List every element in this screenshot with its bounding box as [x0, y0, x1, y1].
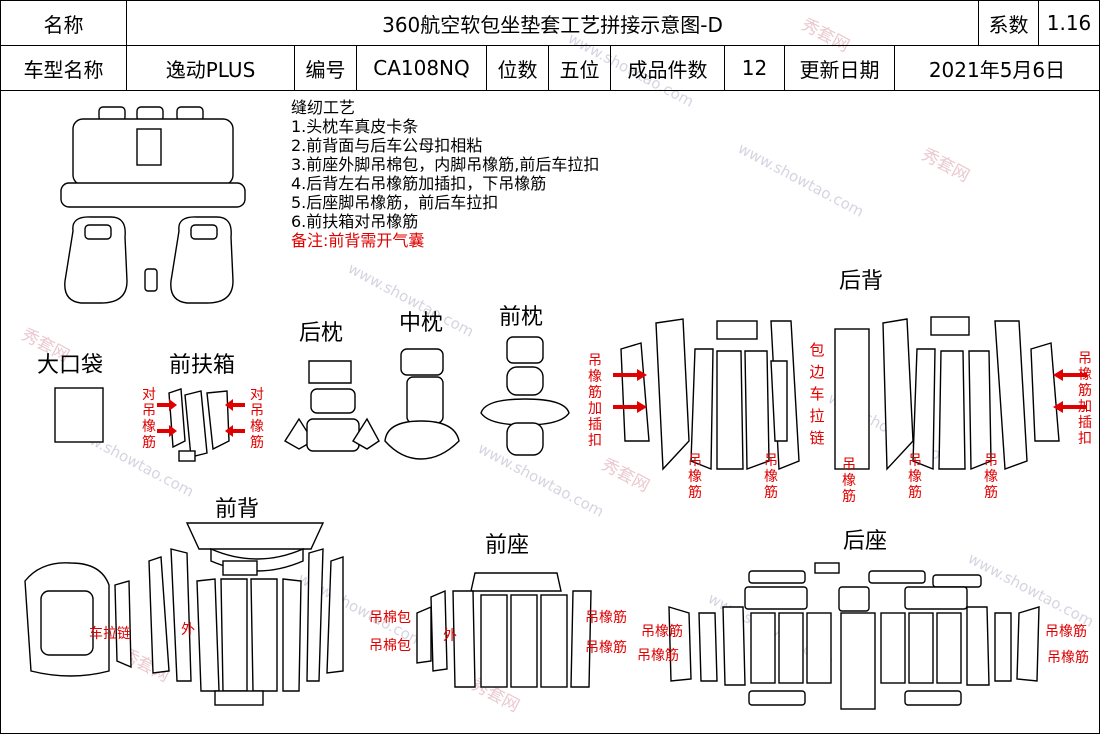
front-armrest-pieces	[168, 388, 230, 462]
annotation-front-seat-cotton: 吊棉包	[369, 610, 411, 626]
seat-value: 五位	[549, 46, 611, 91]
code-value: CA108NQ	[357, 46, 487, 91]
section-title-front-armrest: 前扶箱	[169, 353, 236, 378]
code-label: 编号	[295, 46, 357, 91]
rear-back-arrows	[613, 369, 1087, 413]
seat-overview-illustration	[60, 106, 246, 304]
annotation-rear-back-bottom: 吊橡筋	[688, 453, 702, 501]
annotation-rear-back-right: 吊橡筋加插扣	[1078, 351, 1092, 447]
annotation-front-back-outer: 外	[181, 622, 195, 638]
armrest-arrows	[157, 399, 245, 437]
coef-value: 1.16	[1039, 1, 1099, 46]
section-title-front-seat: 前座	[485, 533, 530, 558]
annotation-rear-seat-band: 吊橡筋	[637, 648, 679, 664]
rear-pillow-pieces	[284, 360, 380, 452]
pieces-value: 12	[725, 46, 785, 91]
rear-back-center-piece	[834, 328, 870, 470]
date-value: 2021年5月6日	[895, 46, 1099, 91]
annotation-armrest-left: 对吊橡筋	[142, 387, 156, 451]
pieces-label: 成品件数	[611, 46, 725, 91]
annotation-front-seat-band: 吊橡筋	[585, 640, 627, 656]
sewing-process-notes: 缝纫工艺 1.头枕车真皮卡条 2.前背面与后车公母扣相粘 3.前座外脚吊棉包，内…	[291, 98, 599, 250]
model-label: 车型名称	[1, 46, 127, 91]
annotation-rear-back-left: 吊橡筋加插扣	[588, 353, 602, 449]
process-step: 2.前背面与后车公母扣相粘	[291, 136, 483, 155]
front-pillow-pieces	[480, 336, 570, 456]
process-step: 1.头枕车真皮卡条	[291, 117, 419, 136]
annotation-rear-back-center: 包边车拉链	[809, 341, 825, 447]
rear-back-left-pieces	[620, 318, 800, 471]
section-title-front-back: 前背	[215, 497, 260, 522]
process-step: 3.前座外脚吊棉包，内脚吊橡筋,前后车拉扣	[291, 155, 600, 174]
annotation-rear-back-bottom: 吊橡筋	[842, 457, 856, 505]
annotation-front-seat-outer: 外	[443, 628, 457, 644]
process-step: 5.后座脚吊橡筋，前后车拉扣	[291, 193, 499, 212]
model-value: 逸动PLUS	[127, 46, 295, 91]
big-pocket-piece	[54, 387, 104, 443]
section-title-rear-back: 后背	[839, 269, 884, 294]
process-step: 6.前扶箱对吊橡筋	[291, 212, 419, 231]
annotation-rear-seat-band: 吊橡筋	[1047, 650, 1089, 666]
seat-label: 位数	[487, 46, 549, 91]
annotation-front-seat-band: 吊橡筋	[585, 610, 627, 626]
rear-seat-pieces	[668, 562, 1040, 710]
section-title-front-pillow: 前枕	[499, 305, 544, 330]
date-label: 更新日期	[785, 46, 895, 91]
front-back-pieces	[24, 522, 344, 706]
annotation-rear-back-bottom: 吊橡筋	[908, 453, 922, 501]
process-step: 4.后背左右吊橡筋加插扣，下吊橡筋	[291, 174, 547, 193]
process-note: 备注:前背需开气囊	[291, 231, 425, 250]
annotation-front-seat-cotton: 吊棉包	[369, 638, 411, 654]
rear-back-right-pieces	[882, 316, 1060, 471]
annotation-armrest-right: 对吊橡筋	[250, 387, 264, 451]
annotation-rear-back-bottom: 吊橡筋	[764, 453, 778, 501]
section-title-rear-seat: 后座	[843, 529, 888, 554]
mid-pillow-pieces	[384, 348, 460, 460]
annotation-rear-seat-band: 吊橡筋	[641, 624, 683, 640]
section-title-rear-pillow: 后枕	[299, 321, 344, 346]
annotation-rear-seat-band: 吊橡筋	[1045, 624, 1087, 640]
name-label: 名称	[1, 1, 127, 46]
annotation-rear-back-bottom: 吊橡筋	[984, 453, 998, 501]
coef-label: 系数	[979, 1, 1039, 46]
front-seat-pieces	[416, 572, 592, 688]
sheet-title: 360航空软包坐垫套工艺拼接示意图-D	[127, 1, 979, 46]
section-title-big-pocket: 大口袋	[37, 353, 104, 378]
annotation-front-back-zip: 车拉链	[89, 626, 131, 642]
section-title-mid-pillow: 中枕	[399, 311, 444, 336]
process-title: 缝纫工艺	[291, 98, 356, 117]
